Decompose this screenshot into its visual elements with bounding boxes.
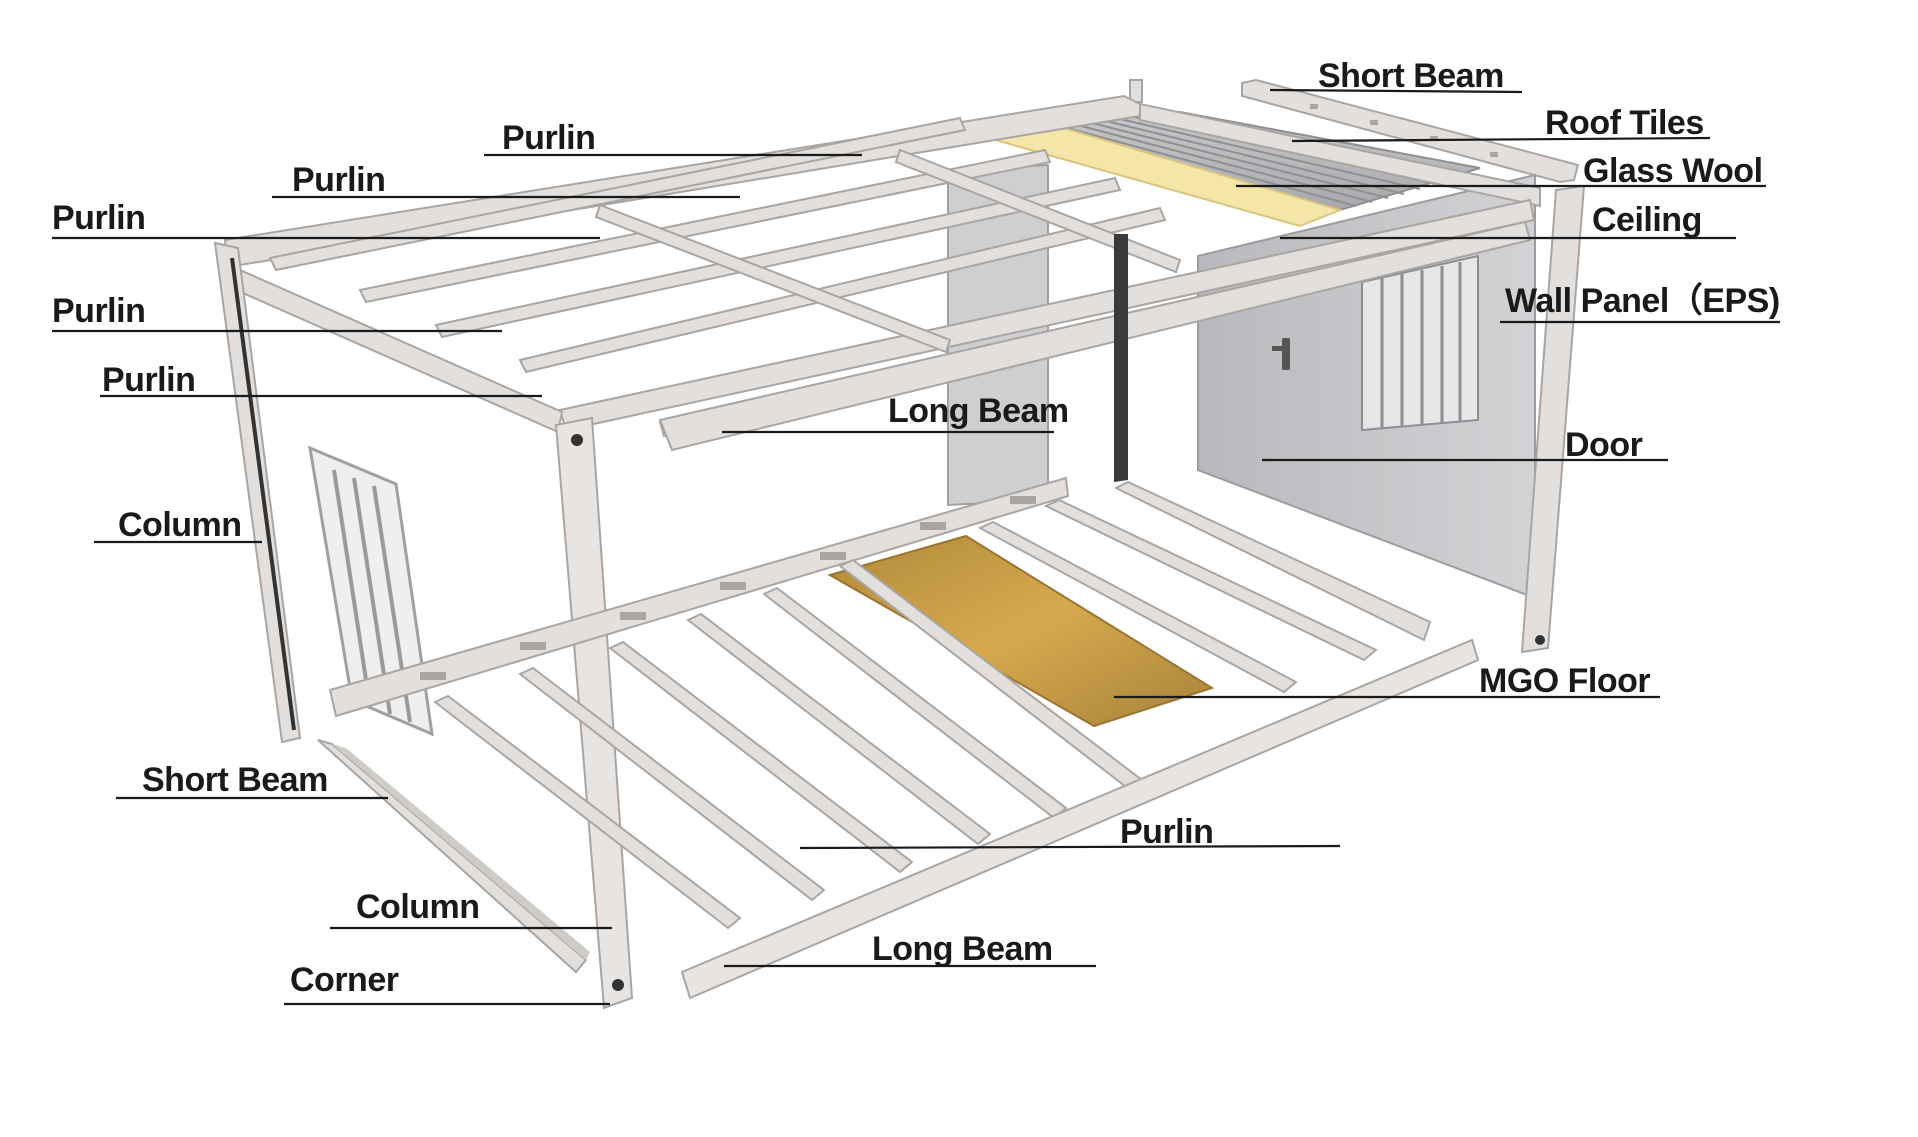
label-purlin-1: Purlin — [502, 119, 595, 157]
label-purlin-5: Purlin — [102, 361, 195, 399]
right-short-beam-bottom — [1113, 480, 1432, 642]
leader-roof-tiles — [1291, 136, 1711, 143]
label-ceiling: Ceiling — [1592, 201, 1702, 239]
leader-lines — [52, 88, 1780, 1006]
label-mgo-floor: MGO Floor — [1479, 662, 1650, 700]
label-long-beam-top: Long Beam — [888, 392, 1069, 430]
door-handle — [1272, 338, 1290, 370]
roof-bracket — [1129, 79, 1143, 103]
label-purlin-bottom: Purlin — [1120, 813, 1213, 851]
label-short-beam-top: Short Beam — [1318, 57, 1504, 95]
label-purlin-2: Purlin — [292, 161, 385, 199]
front-long-beam-bottom — [680, 638, 1480, 1000]
column-front-left — [554, 416, 634, 1010]
label-roof-tiles: Roof Tiles — [1545, 104, 1704, 142]
labels: Short Beam Roof Tiles Glass Wool Ceiling… — [52, 57, 1780, 999]
label-door: Door — [1565, 426, 1643, 464]
label-column-bottom: Column — [356, 888, 480, 926]
label-purlin-3: Purlin — [52, 199, 145, 237]
label-short-beam-left: Short Beam — [142, 761, 328, 799]
back-long-beam-bottom — [328, 476, 1070, 718]
label-corner: Corner — [290, 961, 399, 999]
leader-purlin-bottom — [799, 844, 1341, 850]
front-long-beam-top — [658, 220, 1532, 452]
label-purlin-4: Purlin — [52, 292, 145, 330]
floor-purlins — [433, 498, 1378, 930]
label-wall-panel: Wall Panel（EPS) — [1505, 281, 1780, 320]
short-beam-top — [1241, 78, 1580, 184]
leader-short-beam-top — [1269, 88, 1523, 94]
label-glass-wool: Glass Wool — [1583, 152, 1763, 190]
column-front-right — [1520, 184, 1586, 654]
label-long-beam-bottom: Long Beam — [872, 930, 1053, 968]
column-left-back — [213, 241, 302, 744]
label-column-left: Column — [118, 506, 242, 544]
column-back-right — [1114, 234, 1128, 482]
